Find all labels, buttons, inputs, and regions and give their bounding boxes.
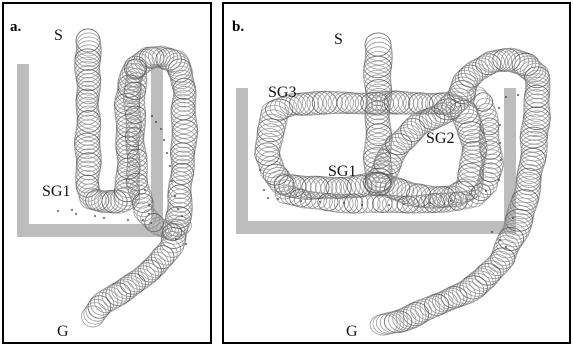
trace-a-speck [148, 213, 150, 215]
panel-b-subgoal-3-label: SG3 [268, 84, 296, 101]
trace-a-speck [181, 215, 183, 217]
trace-b-circle [365, 80, 391, 101]
panel-a-wall-bottom [17, 224, 163, 237]
trace-a-speck [144, 189, 146, 191]
trace-a-speck [150, 222, 152, 224]
panel-a-subgoal-1-label: SG1 [42, 183, 70, 200]
trace-b-speck [505, 246, 507, 248]
trace-a-speck [163, 139, 165, 141]
trace-a-speck [94, 215, 96, 217]
trace-b-speck [277, 198, 279, 200]
trace-b-circle [479, 132, 499, 150]
trace-b-speck [517, 94, 519, 96]
trace-b-speck [403, 203, 405, 205]
trace-b-speck [319, 201, 321, 203]
panel-b-wall-left [236, 88, 248, 234]
trace-a-speck [166, 152, 168, 154]
trace-b-speck [498, 107, 500, 109]
trace-b-circle [365, 38, 391, 61]
trace-b-speck [263, 189, 265, 191]
trace-b-circle [260, 156, 284, 177]
trace-a-speck [185, 243, 187, 245]
panel-b: b. S SG3 SG2 SG1 G [223, 3, 570, 343]
trace-a-speck [177, 208, 179, 210]
trace-b-circle [318, 91, 343, 114]
trace-b-speck [499, 142, 501, 144]
trace-b-circle [312, 91, 337, 114]
trace-a-speck [75, 213, 77, 215]
trace-b-speck [450, 200, 452, 202]
panel-a-trajectory [57, 29, 198, 327]
trace-a-speck [169, 165, 171, 167]
trace-b-speck [469, 193, 471, 195]
trace-b-circle [493, 240, 518, 262]
trace-b-circle [367, 194, 386, 212]
trace-a-speck [57, 210, 59, 212]
trace-b-speck [388, 204, 390, 206]
trace-a-speck [171, 180, 173, 182]
panel-b-label: b. [232, 19, 244, 35]
trace-b-speck [500, 159, 502, 161]
panel-a-wall-left [17, 64, 29, 236]
panel-a-start-label: S [54, 27, 63, 44]
trace-b-speck [498, 179, 500, 181]
panel-a-goal-label: G [57, 323, 69, 340]
trace-b-circle [520, 123, 548, 144]
panel-a-label: a. [10, 19, 22, 35]
panel-b-start-label: S [334, 31, 343, 48]
trace-a-circle [134, 202, 154, 221]
trace-b-circle [521, 144, 547, 166]
trace-a-speck [174, 195, 176, 197]
trace-b-speck [491, 231, 493, 233]
trace-b-speck [512, 217, 514, 219]
trace-b-circle [455, 113, 482, 135]
trace-b-speck [499, 239, 501, 241]
trace-b-circle [453, 109, 480, 132]
trace-a-speck [151, 115, 153, 117]
trace-b-speck [259, 169, 261, 171]
trace-a-speck [175, 238, 177, 240]
trace-b-speck [267, 197, 269, 199]
trace-a-speck [142, 219, 144, 221]
trace-a-circle [76, 120, 101, 141]
trace-b-speck [505, 96, 507, 98]
trace-b-circle [518, 156, 543, 179]
trace-a-speck [148, 204, 150, 206]
panel-b-wall-bottom [236, 221, 515, 234]
trace-a-speck [127, 219, 129, 221]
trace-b-speck [429, 202, 431, 204]
trace-a-circle [76, 161, 100, 184]
panel-a: a. S SG1 G [3, 3, 211, 343]
panel-b-subgoal-2-label: SG2 [426, 130, 454, 147]
trace-a-speck [160, 128, 162, 130]
trace-b-speck [499, 124, 501, 126]
panel-b-goal-label: G [346, 323, 358, 340]
trace-a-speck [103, 217, 105, 219]
trace-a-speck [155, 121, 157, 123]
trace-b-speck [361, 204, 363, 206]
trace-b-speck [300, 200, 302, 202]
trace-b-speck [485, 190, 487, 192]
trace-a-speck [71, 209, 73, 211]
trace-b-speck [343, 202, 345, 204]
panel-b-subgoal-1-label: SG1 [328, 163, 356, 180]
trace-b-circle [480, 123, 499, 140]
trace-b-circle [363, 66, 390, 87]
trace-a-circle [75, 124, 100, 145]
